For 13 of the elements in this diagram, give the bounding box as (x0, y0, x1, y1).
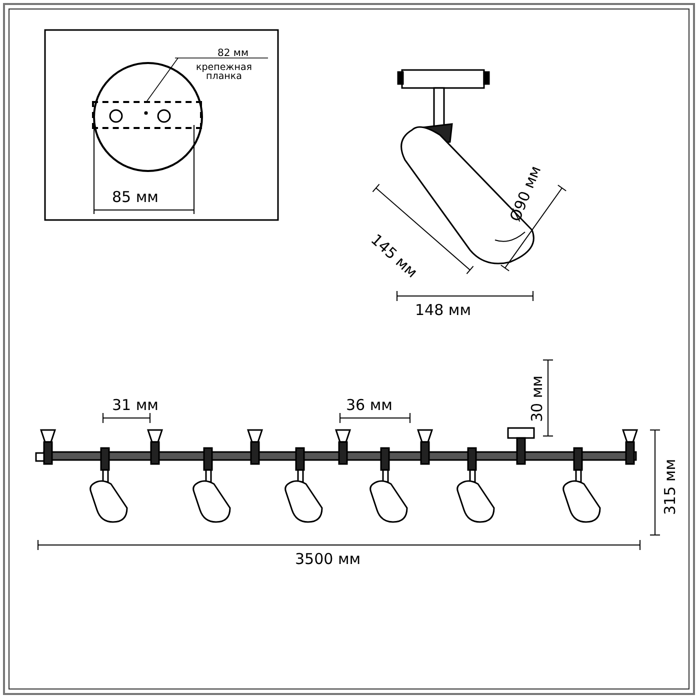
dimension-label: 315 мм (663, 458, 678, 515)
dimension-label: 85 мм (112, 190, 158, 205)
dimension-label: 31 мм (112, 398, 158, 413)
dimension-label: 82 мм (216, 49, 248, 60)
dimension-label: 30 мм (530, 376, 545, 422)
dimension-label: 36 мм (346, 398, 392, 413)
dimension-label: 148 мм (415, 303, 472, 318)
dimension-label: 145 мм (368, 232, 420, 281)
leader-line (146, 58, 178, 102)
dimension-label: Ø90 мм (508, 164, 544, 224)
part-label: крепежная планка (195, 62, 253, 82)
dimension-label: 3500 мм (295, 552, 361, 567)
mounting-bar (92, 101, 202, 129)
